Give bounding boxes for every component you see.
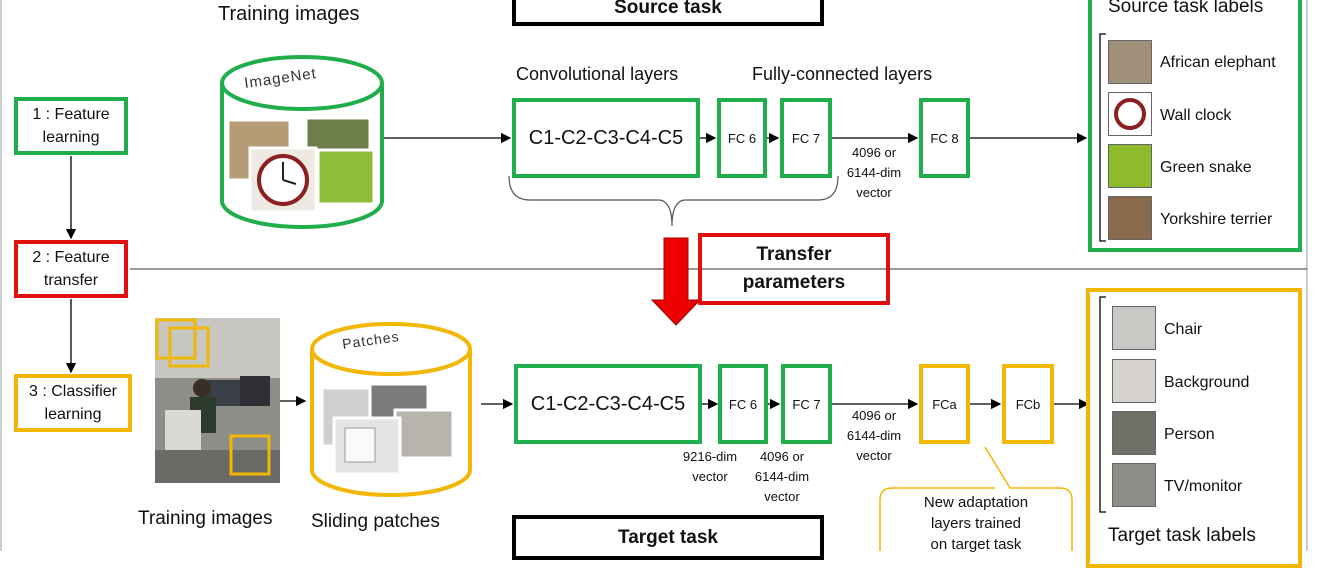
sliding-patches-title: Sliding patches bbox=[311, 511, 440, 532]
step-feature-learning: 1 : Feature learning bbox=[14, 97, 128, 155]
source-vec-line1: 4096 or bbox=[851, 145, 897, 160]
target-fc7-label: FC 7 bbox=[792, 396, 821, 412]
adapt-line2: layers trained bbox=[930, 515, 1022, 532]
vector-4096b-note: 4096 or 6144-dim vector bbox=[836, 406, 912, 466]
source-vec-line3: vector bbox=[856, 185, 892, 200]
background-thumbnail bbox=[1112, 359, 1156, 403]
source-label-0: African elephant bbox=[1160, 54, 1276, 71]
transfer-line1: Transfer bbox=[756, 244, 832, 265]
diagram-canvas bbox=[0, 0, 1308, 551]
source-label-3: Yorkshire terrier bbox=[1160, 211, 1273, 228]
target-label-1: Background bbox=[1164, 374, 1250, 391]
transfer-line2: parameters bbox=[742, 272, 846, 293]
chair-thumbnail bbox=[1112, 306, 1156, 350]
source-fc7-label: FC 7 bbox=[791, 130, 821, 146]
source-fc6-block: FC 6 bbox=[717, 98, 767, 178]
adaptation-callout-text: New adaptation layers trained on target … bbox=[885, 492, 1067, 555]
target-conv-block: C1-C2-C3-C4-C5 bbox=[514, 364, 702, 444]
target-fcb-block: FCb bbox=[1002, 364, 1054, 444]
source-fc6-label: FC 6 bbox=[727, 130, 757, 146]
patches-photo-stack bbox=[320, 382, 455, 476]
target-training-images-title: Training images bbox=[138, 508, 273, 529]
source-training-images-title: Training images bbox=[218, 3, 360, 25]
transfer-parameters-box: Transfer parameters bbox=[698, 233, 890, 305]
source-vector-note: 4096 or 6144-dim vector bbox=[836, 143, 912, 203]
source-task-title: Source task bbox=[512, 0, 824, 26]
v4096a-line3: vector bbox=[764, 489, 800, 504]
step3-line2: learning bbox=[44, 406, 102, 423]
source-conv-label: C1-C2-C3-C4-C5 bbox=[528, 126, 684, 149]
source-fc8-label: FC 8 bbox=[930, 130, 959, 146]
vector-9216-note: 9216-dim vector bbox=[670, 447, 750, 487]
clock-icon bbox=[1114, 98, 1146, 130]
step3-line1: 3 : Classifier bbox=[28, 383, 118, 400]
person-thumbnail bbox=[1112, 411, 1156, 455]
target-fc6-block: FC 6 bbox=[718, 364, 768, 444]
source-label-1: Wall clock bbox=[1160, 107, 1232, 124]
source-fc8-block: FC 8 bbox=[919, 98, 970, 178]
target-task-label: Target task bbox=[618, 527, 718, 548]
wall-clock-thumbnail bbox=[1108, 92, 1152, 136]
v9216-line2: vector bbox=[692, 469, 728, 484]
target-conv-label: C1-C2-C3-C4-C5 bbox=[530, 392, 686, 415]
target-task-title: Target task bbox=[512, 515, 824, 560]
v4096b-line1: 4096 or bbox=[851, 408, 897, 423]
step-feature-transfer: 2 : Feature transfer bbox=[14, 240, 128, 298]
v4096b-line2: 6144-dim bbox=[846, 428, 902, 443]
vector-4096a-note: 4096 or 6144-dim vector bbox=[744, 447, 820, 507]
green-snake-thumbnail bbox=[1108, 144, 1152, 188]
target-fca-label: FCa bbox=[932, 396, 957, 412]
target-label-3: TV/monitor bbox=[1164, 478, 1243, 495]
fc-layers-header: Fully-connected layers bbox=[752, 64, 933, 84]
target-fcb-label: FCb bbox=[1015, 396, 1041, 412]
training-photo bbox=[155, 318, 280, 483]
source-labels-title: Source task labels bbox=[1108, 0, 1264, 17]
step2-line1: 2 : Feature bbox=[32, 249, 110, 266]
target-label-2: Person bbox=[1164, 426, 1215, 443]
step1-line1: 1 : Feature bbox=[32, 106, 110, 123]
v4096a-line2: 6144-dim bbox=[754, 469, 810, 484]
target-labels-title: Target task labels bbox=[1108, 525, 1256, 546]
target-fc6-label: FC 6 bbox=[728, 396, 758, 412]
target-fc7-block: FC 7 bbox=[781, 364, 832, 444]
target-label-0: Chair bbox=[1164, 321, 1203, 338]
adapt-line3: on target task bbox=[930, 536, 1022, 553]
adapt-line1: New adaptation bbox=[923, 494, 1029, 511]
source-conv-block: C1-C2-C3-C4-C5 bbox=[512, 98, 700, 178]
v4096b-line3: vector bbox=[856, 448, 892, 463]
imagenet-photo-stack bbox=[226, 116, 376, 214]
source-task-label: Source task bbox=[614, 0, 722, 18]
step-classifier-learning: 3 : Classifier learning bbox=[14, 374, 132, 432]
source-labels-panel bbox=[1088, 0, 1302, 252]
african-elephant-thumbnail bbox=[1108, 40, 1152, 84]
step1-line2: learning bbox=[42, 129, 100, 146]
yorkshire-terrier-thumbnail bbox=[1108, 196, 1152, 240]
step2-line2: transfer bbox=[43, 272, 99, 289]
v9216-line1: 9216-dim bbox=[682, 449, 738, 464]
tv-monitor-thumbnail bbox=[1112, 463, 1156, 507]
v4096a-line1: 4096 or bbox=[759, 449, 805, 464]
source-fc7-block: FC 7 bbox=[780, 98, 832, 178]
target-fca-block: FCa bbox=[919, 364, 970, 444]
conv-layers-header: Convolutional layers bbox=[516, 64, 679, 84]
source-vec-line2: 6144-dim bbox=[846, 165, 902, 180]
source-label-2: Green snake bbox=[1160, 159, 1252, 176]
